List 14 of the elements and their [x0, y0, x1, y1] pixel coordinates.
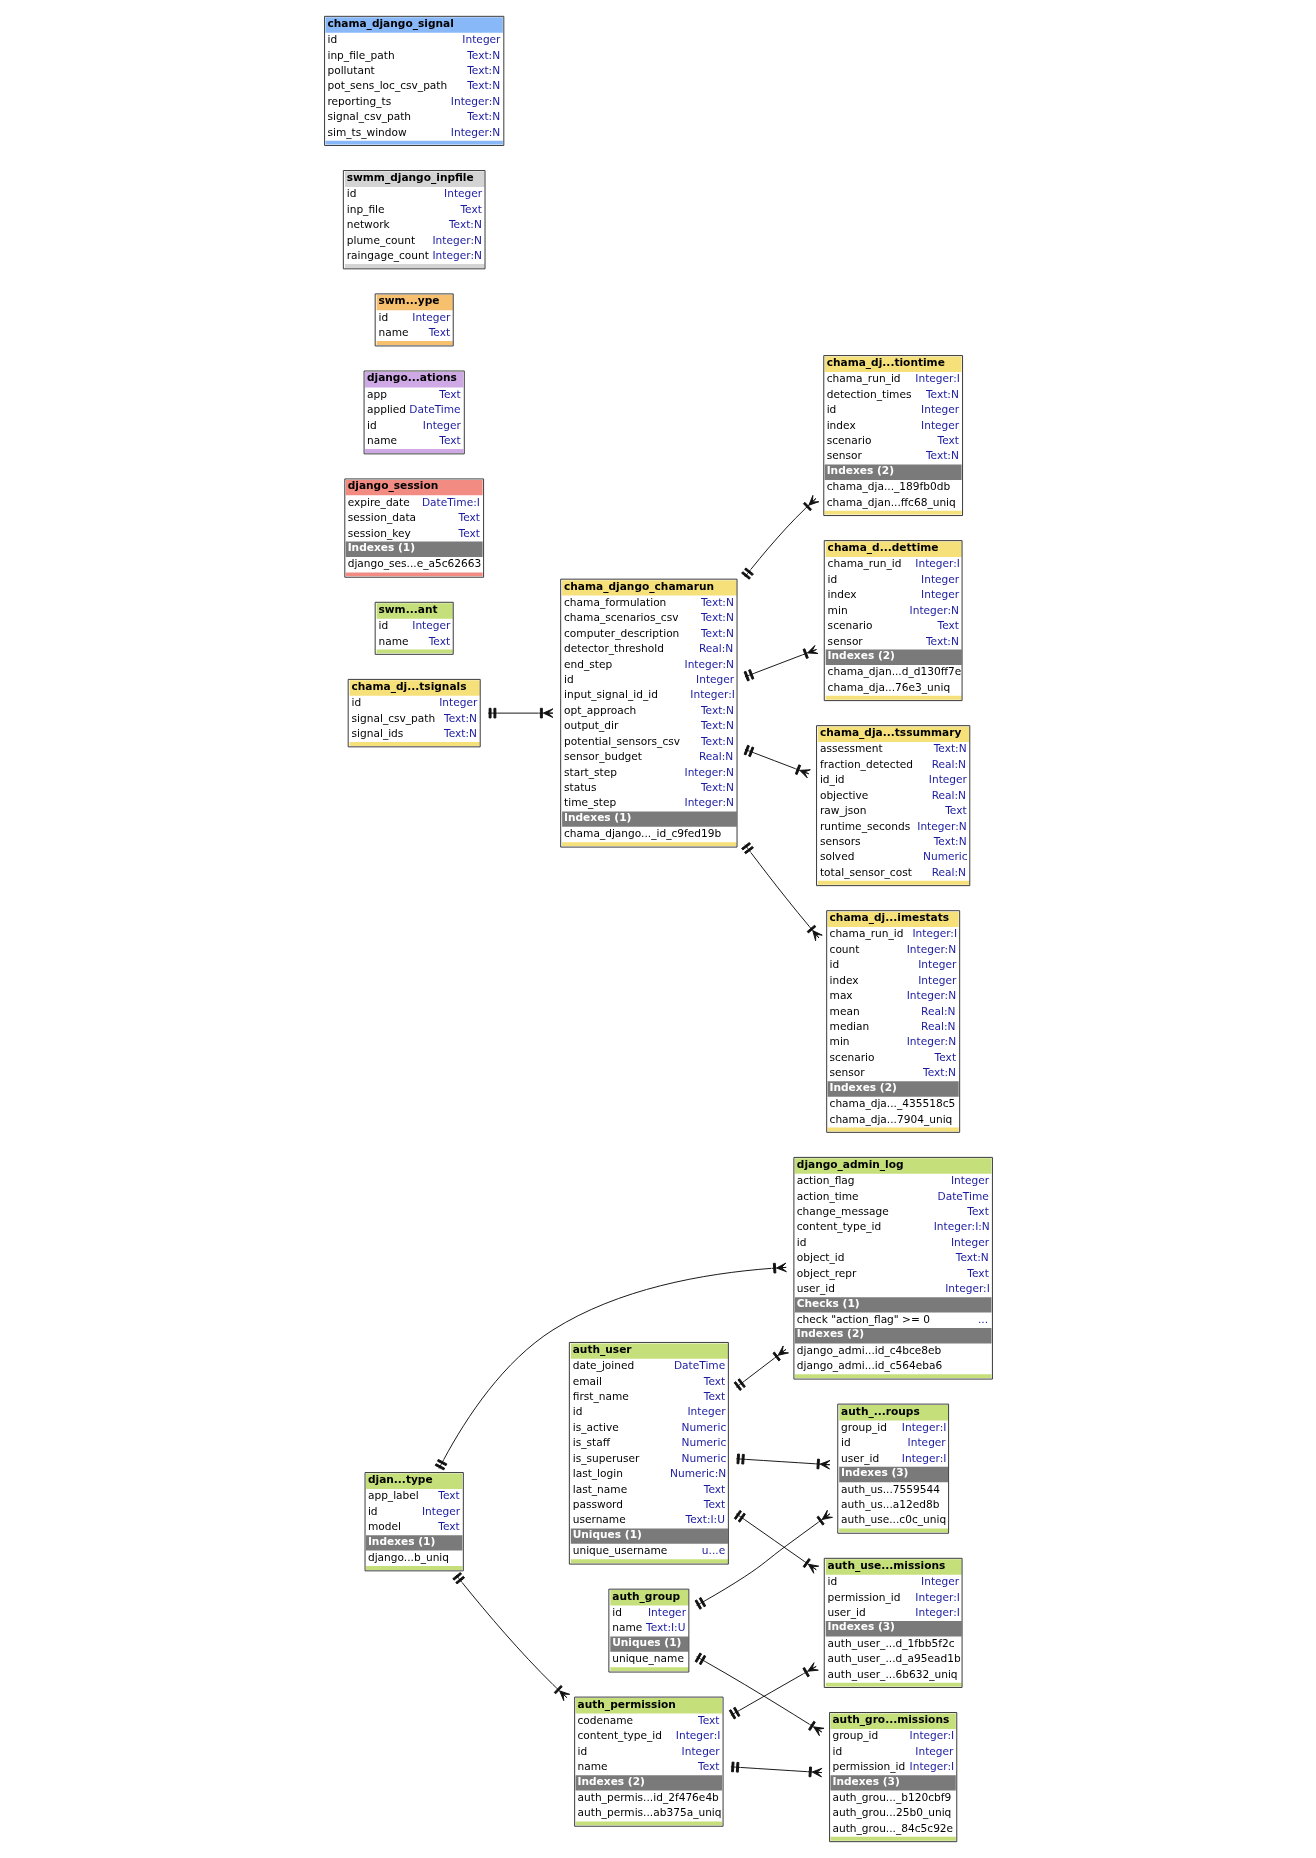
connector	[451, 1572, 570, 1702]
connector	[735, 1453, 830, 1470]
connector	[743, 645, 818, 682]
connector	[434, 1262, 787, 1471]
connector	[729, 1761, 823, 1778]
connector	[733, 1345, 789, 1391]
connector	[728, 1662, 819, 1720]
connector	[694, 1509, 833, 1610]
connector	[740, 842, 823, 942]
connector	[740, 494, 819, 580]
connector	[743, 744, 811, 779]
connector	[487, 707, 553, 719]
connector	[694, 1652, 824, 1737]
connector	[733, 1509, 819, 1574]
